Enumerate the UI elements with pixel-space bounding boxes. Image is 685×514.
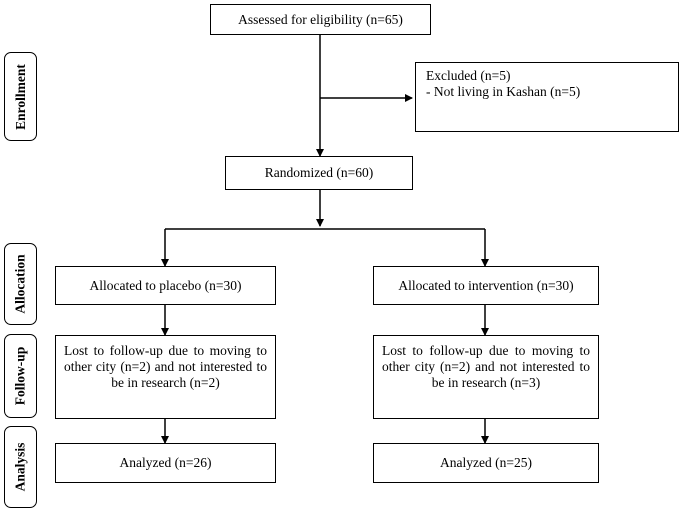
excluded-box: Excluded (n=5) - Not living in Kashan (n… — [415, 62, 679, 132]
analyzed-intervention-box: Analyzed (n=25) — [373, 443, 599, 483]
stage-allocation-label: Allocation — [12, 254, 28, 314]
allocated-placebo-text: Allocated to placebo (n=30) — [89, 277, 242, 293]
randomized-text: Randomized (n=60) — [264, 165, 374, 180]
allocated-intervention-box: Allocated to intervention (n=30) — [373, 266, 599, 305]
analyzed-intervention-text: Analyzed (n=25) — [440, 455, 532, 470]
assessed-box: Assessed for eligibility (n=65) — [210, 4, 431, 35]
allocated-intervention-text: Allocated to intervention (n=30) — [398, 277, 574, 293]
stage-followup: Follow-up — [4, 334, 37, 418]
allocated-placebo-box: Allocated to placebo (n=30) — [55, 266, 276, 305]
lost-placebo-box: Lost to follow-up due to moving to other… — [55, 335, 276, 419]
analyzed-placebo-text: Analyzed (n=26) — [119, 455, 212, 470]
lost-intervention-text: Lost to follow-up due to moving to other… — [382, 343, 590, 390]
randomized-box: Randomized (n=60) — [225, 156, 413, 190]
stage-enrollment-label: Enrollment — [12, 63, 28, 130]
lost-intervention-box: Lost to follow-up due to moving to other… — [373, 335, 599, 419]
lost-placebo-text: Lost to follow-up due to moving to other… — [64, 343, 267, 390]
excluded-reason: - Not living in Kashan (n=5) — [426, 84, 581, 99]
analyzed-placebo-box: Analyzed (n=26) — [55, 443, 276, 483]
stage-analysis-label: Analysis — [12, 442, 28, 492]
stage-enrollment: Enrollment — [4, 52, 37, 141]
assessed-text: Assessed for eligibility (n=65) — [238, 11, 403, 27]
stage-analysis: Analysis — [4, 426, 37, 508]
stage-followup-label: Follow-up — [12, 346, 28, 406]
stage-allocation: Allocation — [4, 243, 37, 325]
excluded-title: Excluded (n=5) — [426, 68, 511, 83]
